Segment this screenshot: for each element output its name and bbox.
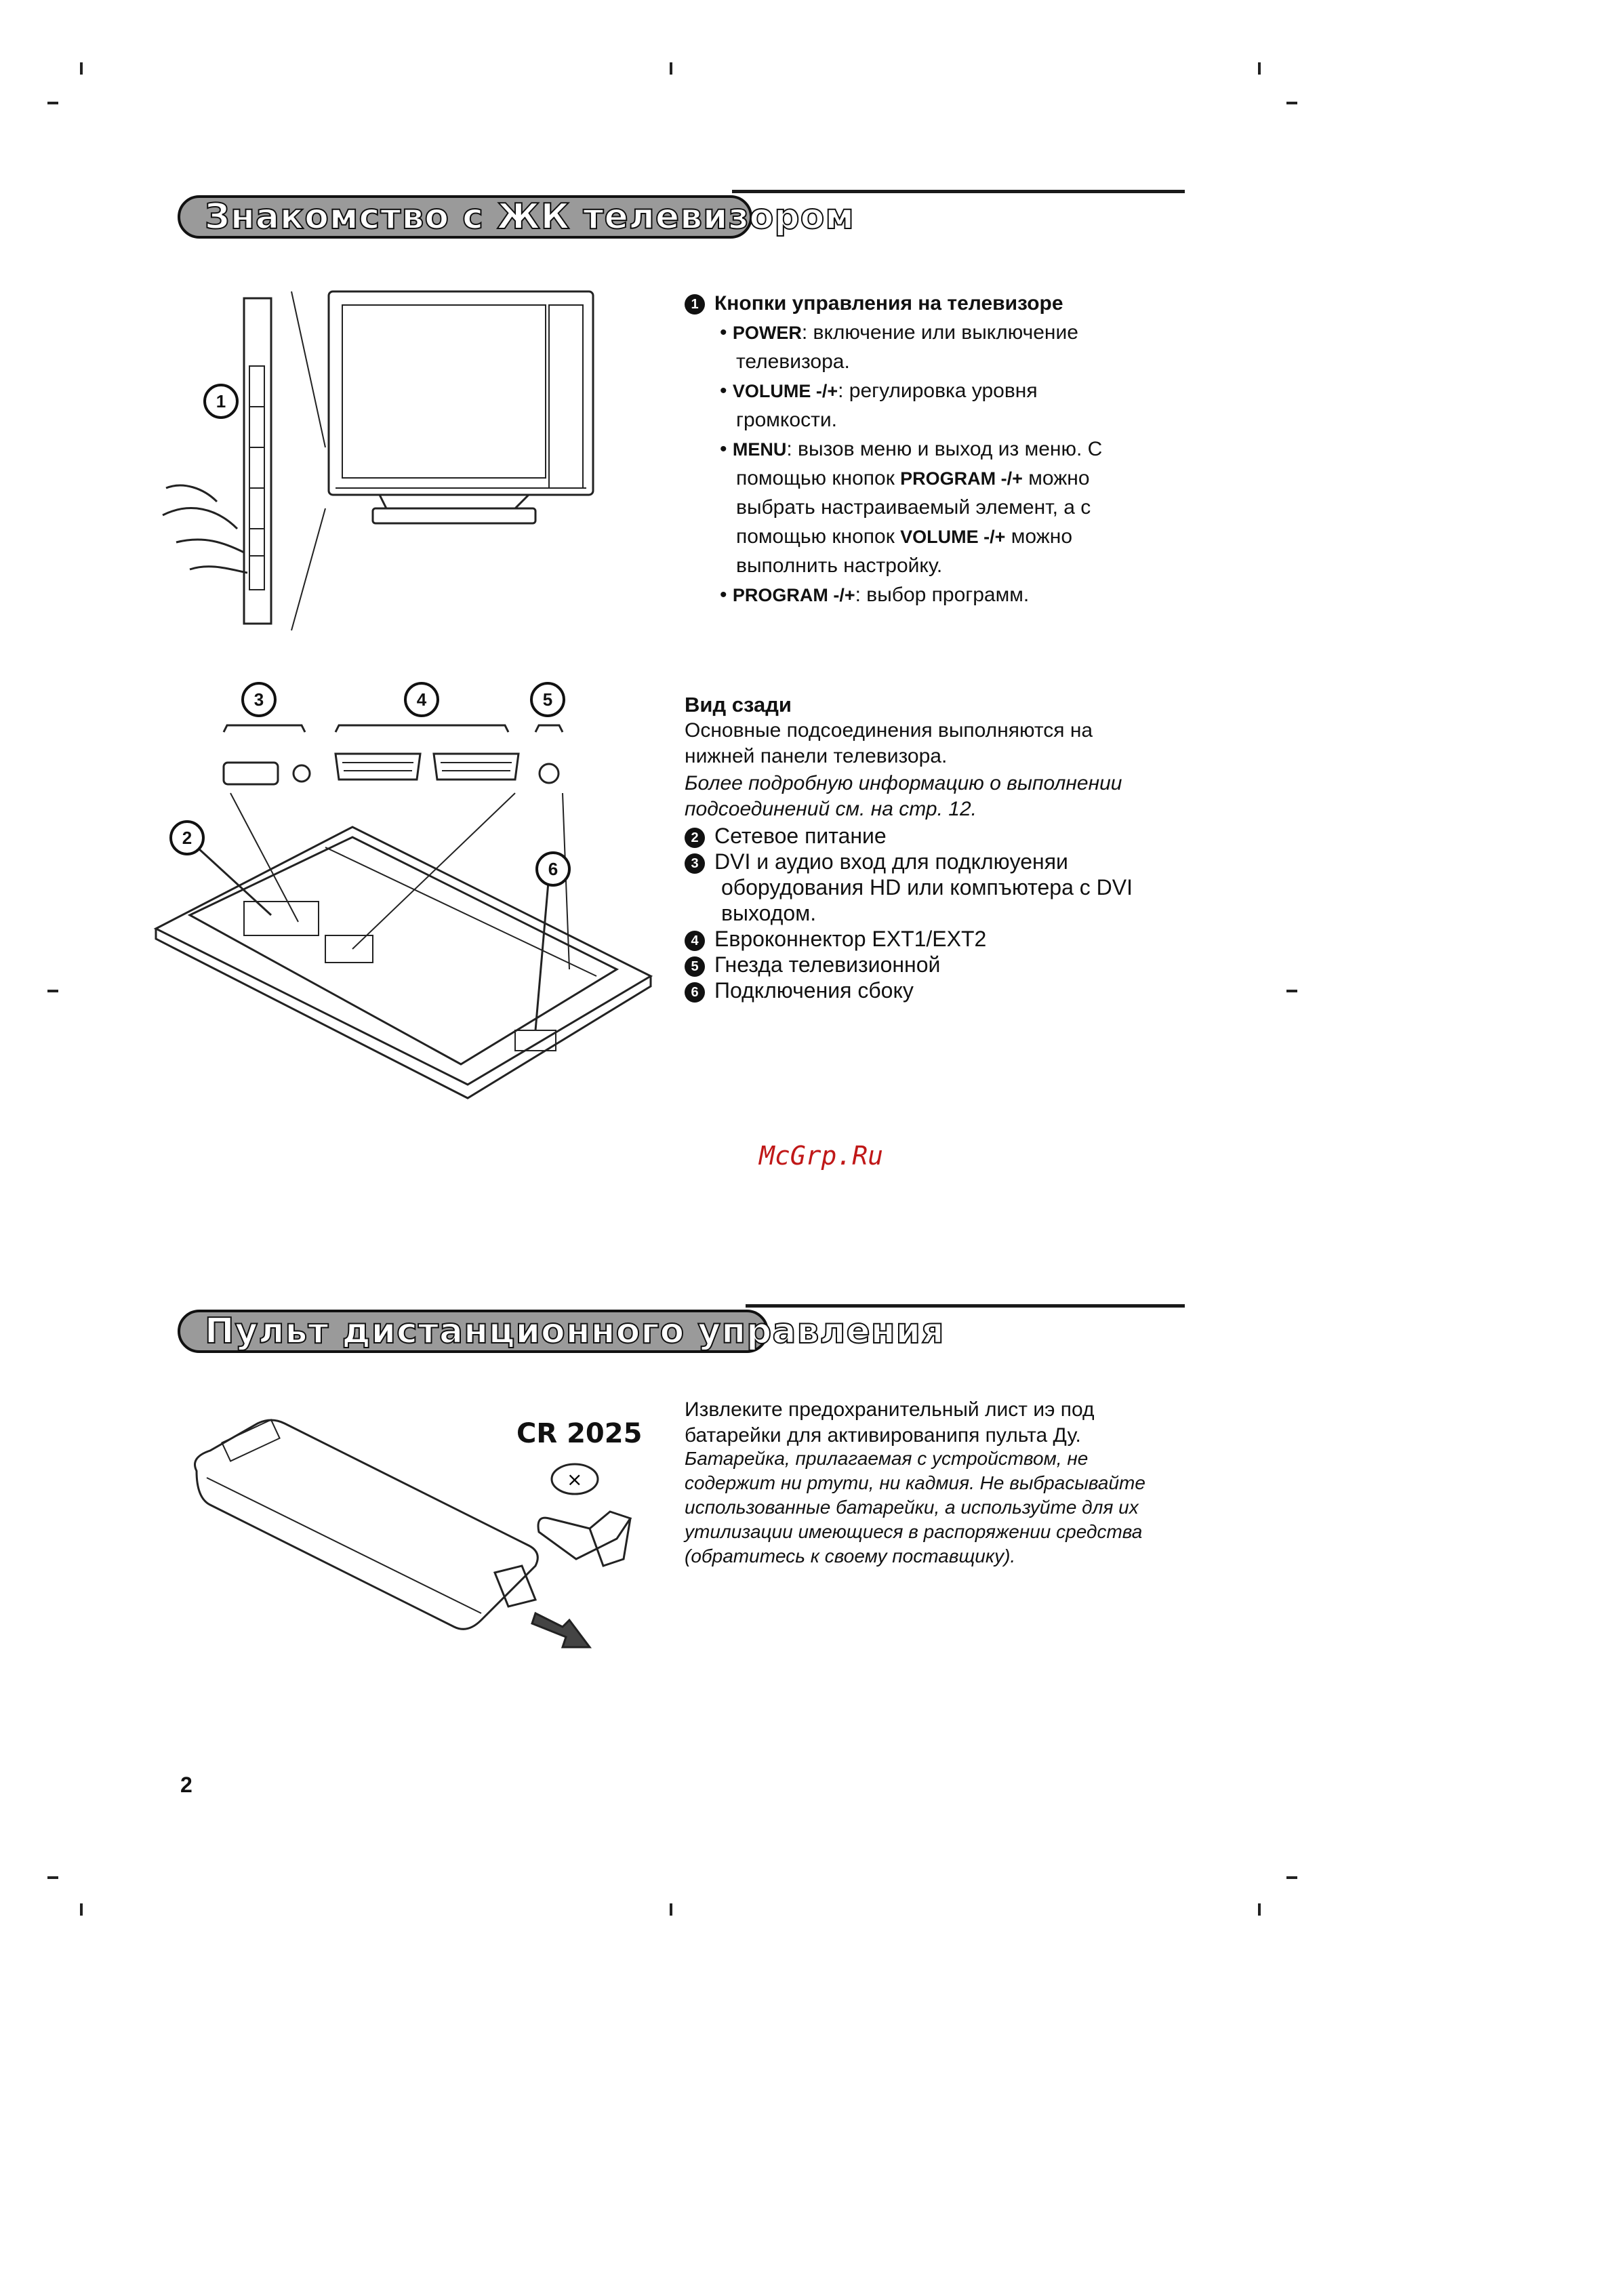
callout-3: 3 xyxy=(241,682,277,717)
crop-mark xyxy=(1286,1876,1297,1879)
svg-text:×: × xyxy=(567,1468,582,1491)
rear-heading: Вид сзади xyxy=(685,693,792,716)
watermark: McGrp.Ru xyxy=(759,1141,884,1171)
volume-line-2: громкости. xyxy=(736,409,837,431)
rear-italic-1: Более подробную информацию о выполнении xyxy=(685,772,1122,794)
section-title: Знакомство с ЖК телевизором xyxy=(204,196,855,238)
crop-mark xyxy=(1258,1903,1261,1916)
crop-mark xyxy=(1286,102,1297,104)
callout-6: 6 xyxy=(535,851,571,887)
rear-line-2: нижней панели телевизора. xyxy=(685,745,948,767)
callout-4: 4 xyxy=(404,682,439,717)
remote-line-1: Извлеките предохранительный лист иэ под xyxy=(685,1398,1095,1421)
section-rule xyxy=(746,1304,1185,1308)
crop-mark xyxy=(47,990,58,992)
power-line-2: телевизора. xyxy=(736,350,850,373)
remote-italic-2: содержит ни ртути, ни кадмия. Не выбрасы… xyxy=(685,1472,1145,1493)
page-number: 2 xyxy=(180,1773,192,1797)
section-title-banner: Знакомство с ЖК телевизором xyxy=(178,195,855,239)
rear-item-3-cont: выходом. xyxy=(721,901,817,925)
rear-line-1: Основные подсоединения выполняются на xyxy=(685,719,1093,742)
crop-mark xyxy=(1258,62,1261,75)
remote-italic-4: утилизации имеющиеся в распоряжении сред… xyxy=(685,1521,1143,1542)
tv-front-illustration xyxy=(162,290,594,631)
rear-italic-2: подсоединений см. на стр. 12. xyxy=(685,798,977,820)
crop-mark xyxy=(47,102,58,104)
callout-5: 5 xyxy=(530,682,565,717)
rear-item-3-cont: оборудования HD или компъютера с DVI xyxy=(721,875,1133,900)
volume-line-1: • VOLUME -/+: регулировка уровня xyxy=(720,380,1038,402)
remote-italic-3: использованные батарейки, а используйте … xyxy=(685,1497,1139,1518)
callout-2: 2 xyxy=(169,820,205,855)
power-line-1: • POWER: включение или выключение xyxy=(720,321,1078,344)
tv-rear-illustration xyxy=(153,724,653,1099)
menu-line-2: помощью кнопок PROGRAM -/+ можно xyxy=(736,467,1090,489)
section-title: Пульт дистанционного управления xyxy=(204,1310,945,1352)
menu-line-4: помощью кнопок VOLUME -/+ можно xyxy=(736,525,1073,548)
remote-line-2: батарейки для активированипя пульта Ду. xyxy=(685,1424,1081,1447)
section-rule xyxy=(732,190,1185,193)
crop-mark xyxy=(670,1903,672,1916)
crop-mark xyxy=(670,62,672,75)
remote-battery-illustration: × xyxy=(194,1419,632,1649)
remote-italic-5: (обратитесь к своему поставщику). xyxy=(685,1545,1016,1567)
menu-line-1: • MENU: вызов меню и выход из меню. С xyxy=(720,438,1103,460)
menu-line-5: выполнить настройку. xyxy=(736,554,943,577)
crop-mark xyxy=(80,62,83,75)
crop-mark xyxy=(47,1876,58,1879)
battery-type-label: CR 2025 xyxy=(516,1418,643,1449)
section-title-banner: Пульт дистанционного управления xyxy=(178,1310,944,1353)
program-line: • PROGRAM -/+: выбор программ. xyxy=(720,584,1030,606)
callout-1: 1 xyxy=(203,384,239,419)
remote-italic-1: Батарейка, прилагаемая с устройством, не xyxy=(685,1448,1089,1469)
number-badge: 1 xyxy=(685,294,705,315)
menu-line-3: выбрать настраиваемый элемент, а с xyxy=(736,496,1091,519)
crop-mark xyxy=(1286,990,1297,992)
crop-mark xyxy=(80,1903,83,1916)
